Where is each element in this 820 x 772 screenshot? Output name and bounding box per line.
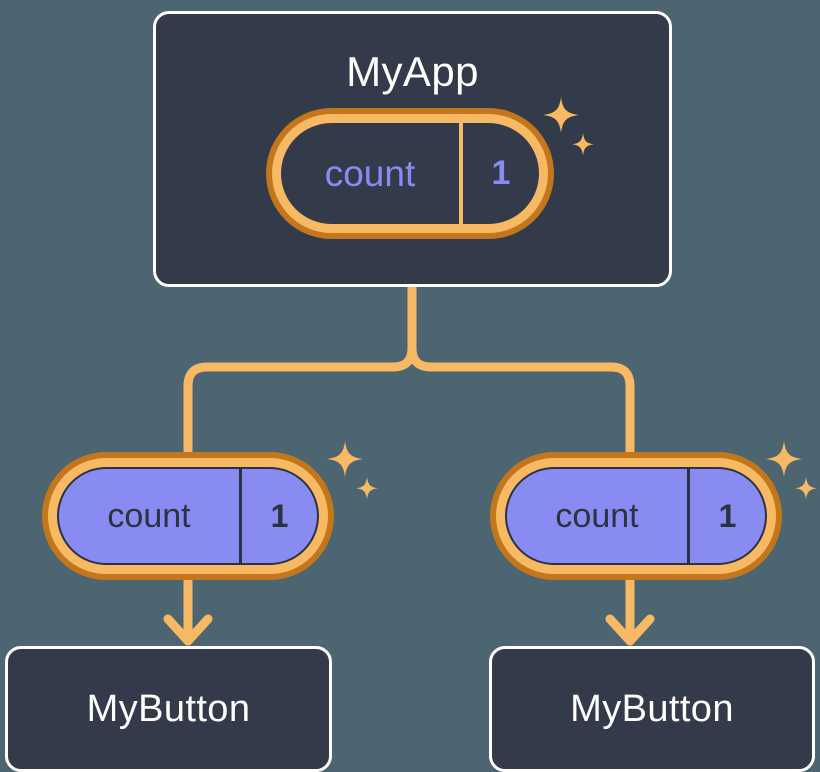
state-pill-value: 1: [491, 154, 511, 192]
pill-ring-inner: count 1: [496, 458, 776, 574]
mybutton-node-right[interactable]: MyButton: [489, 646, 815, 772]
arrow-left-pill-to-mybutton: [163, 573, 213, 646]
myapp-title: MyApp: [346, 48, 479, 95]
mybutton-node-left[interactable]: MyButton: [5, 646, 332, 772]
mybutton-title: MyButton: [570, 687, 734, 730]
state-pill-left[interactable]: count 1: [42, 452, 334, 580]
sparkle-small-icon: [795, 477, 817, 500]
sparkle-small-icon: [356, 477, 378, 500]
pill-body: count 1: [505, 467, 767, 565]
state-pill-key: count: [59, 469, 242, 563]
state-pill-key: count: [507, 469, 690, 563]
pill-body: count 1: [281, 123, 539, 224]
connector-root-to-children: [183, 282, 417, 457]
pill-body: count 1: [57, 467, 319, 565]
arrow-right-pill-to-mybutton: [605, 573, 655, 646]
connector-root-to-child-right: [407, 282, 635, 457]
pill-ring-inner: count 1: [272, 114, 548, 233]
sparkle-icon: [766, 441, 802, 477]
pill-ring-inner: count 1: [48, 458, 328, 574]
state-pill-key: count: [281, 123, 463, 224]
state-pill-right[interactable]: count 1: [490, 452, 782, 580]
sparkle-icon: [327, 441, 363, 477]
state-pill-value: 1: [270, 497, 289, 534]
state-pill-value: 1: [718, 497, 737, 534]
mybutton-title: MyButton: [86, 687, 251, 730]
state-pill-myapp[interactable]: count 1: [266, 108, 554, 239]
